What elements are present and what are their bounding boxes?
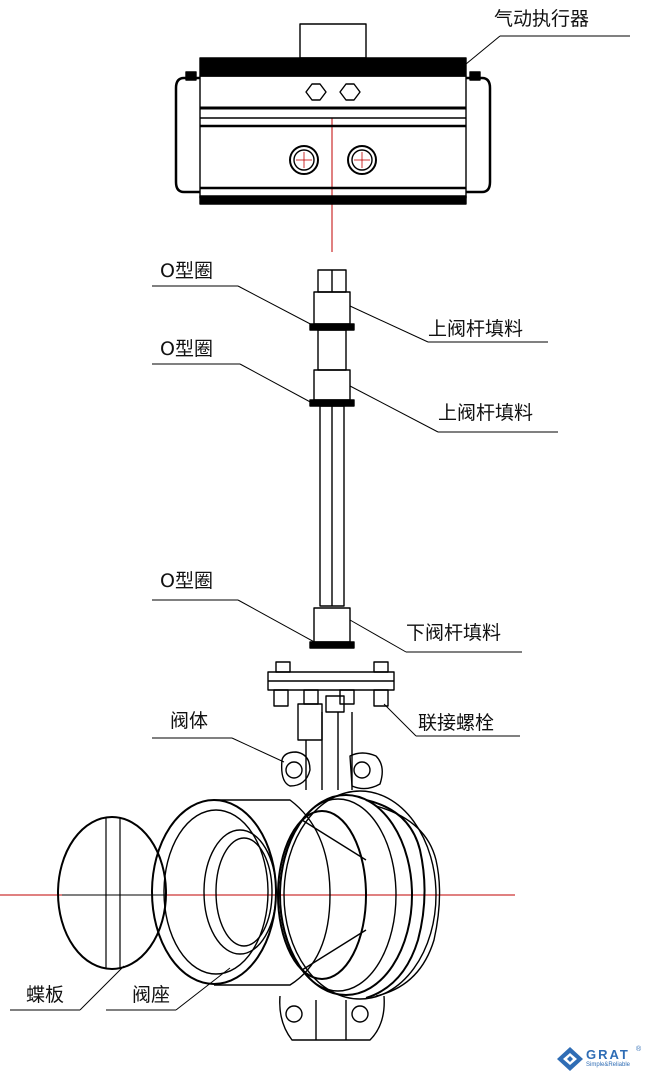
label-oring-1: O型圈 [160,260,213,282]
valve-seat [151,799,331,986]
label-disc: 蝶板 [26,984,65,1006]
label-body: 阀体 [170,710,209,732]
logo-slogan: Simple&Reliable [586,1062,631,1068]
label-oring-2: O型圈 [160,338,213,360]
butterfly-disc [57,816,167,970]
valve-stem [309,269,355,649]
label-upper-packing-1: 上阀杆填料 [428,318,524,340]
logo-registered: ® [636,1046,642,1053]
logo-brand: GRAT [586,1047,630,1062]
center-lines [0,118,515,896]
valve-body [277,751,441,1041]
mounting-flange [267,661,395,790]
grat-logo-icon [557,1047,583,1071]
leader-lines [10,35,630,1011]
grat-logo: GRAT ® Simple&Reliable [556,1046,642,1074]
pneumatic-actuator [174,23,492,205]
label-oring-3: O型圈 [160,570,213,592]
label-lower-packing: 下阀杆填料 [406,622,502,644]
label-upper-packing-2: 上阀杆填料 [438,402,534,424]
label-seat: 阀座 [132,984,171,1006]
label-actuator: 气动执行器 [494,8,590,30]
label-bolts: 联接螺栓 [418,712,495,734]
